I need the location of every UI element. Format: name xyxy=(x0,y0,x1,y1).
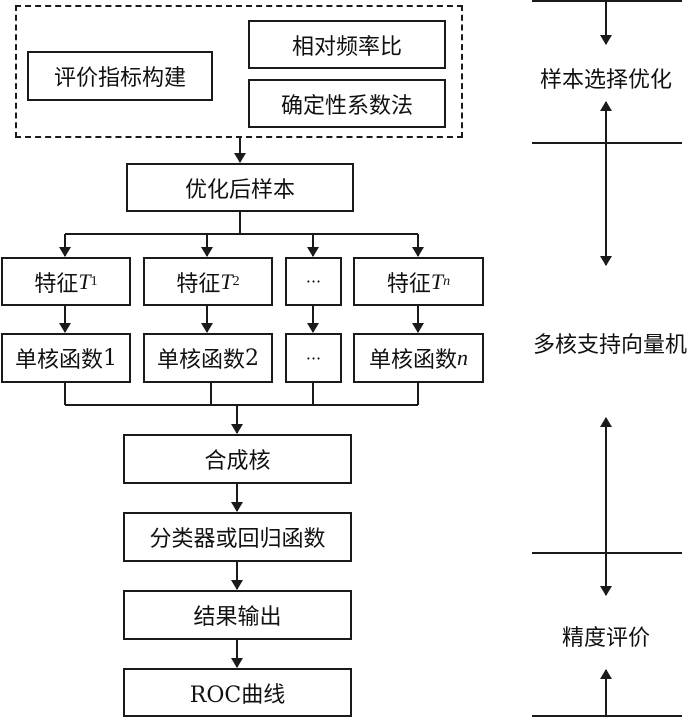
indicator-construction-label: 评价指标构建 xyxy=(53,66,186,91)
relative-frequency-ratio-label: 相对频率比 xyxy=(291,34,402,60)
feature-sub: 1 xyxy=(90,273,98,289)
classifier-label: 分类器或回归函数 xyxy=(149,527,326,552)
kernel-label: 单核函数 xyxy=(156,348,245,373)
sample-selection-group xyxy=(15,5,463,138)
kernel-index: 1 xyxy=(103,345,117,371)
roc-curve-label: ROC曲线 xyxy=(189,682,286,708)
classifier-box: 分类器或回归函数 xyxy=(123,512,352,562)
feature-box-ellipsis: ··· xyxy=(285,257,342,306)
stage-label-accuracy: 精度评价 xyxy=(561,626,651,651)
feature-var: T xyxy=(220,268,233,294)
result-output-label: 结果输出 xyxy=(193,605,282,630)
ellipsis-label: ··· xyxy=(305,272,322,291)
feature-var: T xyxy=(78,268,91,294)
kernel-label: 单核函数 xyxy=(14,348,103,373)
feature-sub: n xyxy=(443,273,451,289)
optimized-sample-label: 优化后样本 xyxy=(184,177,295,203)
feature-sub: 2 xyxy=(232,273,240,289)
composite-kernel-label: 合成核 xyxy=(204,449,271,474)
certainty-factor-label: 确定性系数法 xyxy=(280,93,413,119)
feature-label: 特征 xyxy=(176,271,221,297)
kernel-index: n xyxy=(457,345,468,370)
stage-label-sample-selection: 样本选择优化 xyxy=(539,68,673,93)
roc-curve-box: ROC曲线 xyxy=(123,668,352,717)
result-output-box: 结果输出 xyxy=(123,590,352,640)
certainty-factor-box: 确定性系数法 xyxy=(248,79,446,128)
composite-kernel-box: 合成核 xyxy=(123,434,352,484)
stage-label-mksvm: 多核支持向量机 xyxy=(532,333,688,358)
feature-label: 特征 xyxy=(386,271,431,297)
feature-var: T xyxy=(430,268,444,294)
kernel-box-ellipsis: ··· xyxy=(285,333,342,383)
feature-label: 特征 xyxy=(34,271,79,297)
ellipsis-label: ··· xyxy=(305,348,322,368)
optimized-sample-box: 优化后样本 xyxy=(126,163,354,212)
kernel-index: 2 xyxy=(245,345,259,371)
relative-frequency-ratio-box: 相对频率比 xyxy=(248,20,446,69)
indicator-construction-box: 评价指标构建 xyxy=(27,51,213,101)
kernel-label: 单核函数 xyxy=(368,348,457,373)
